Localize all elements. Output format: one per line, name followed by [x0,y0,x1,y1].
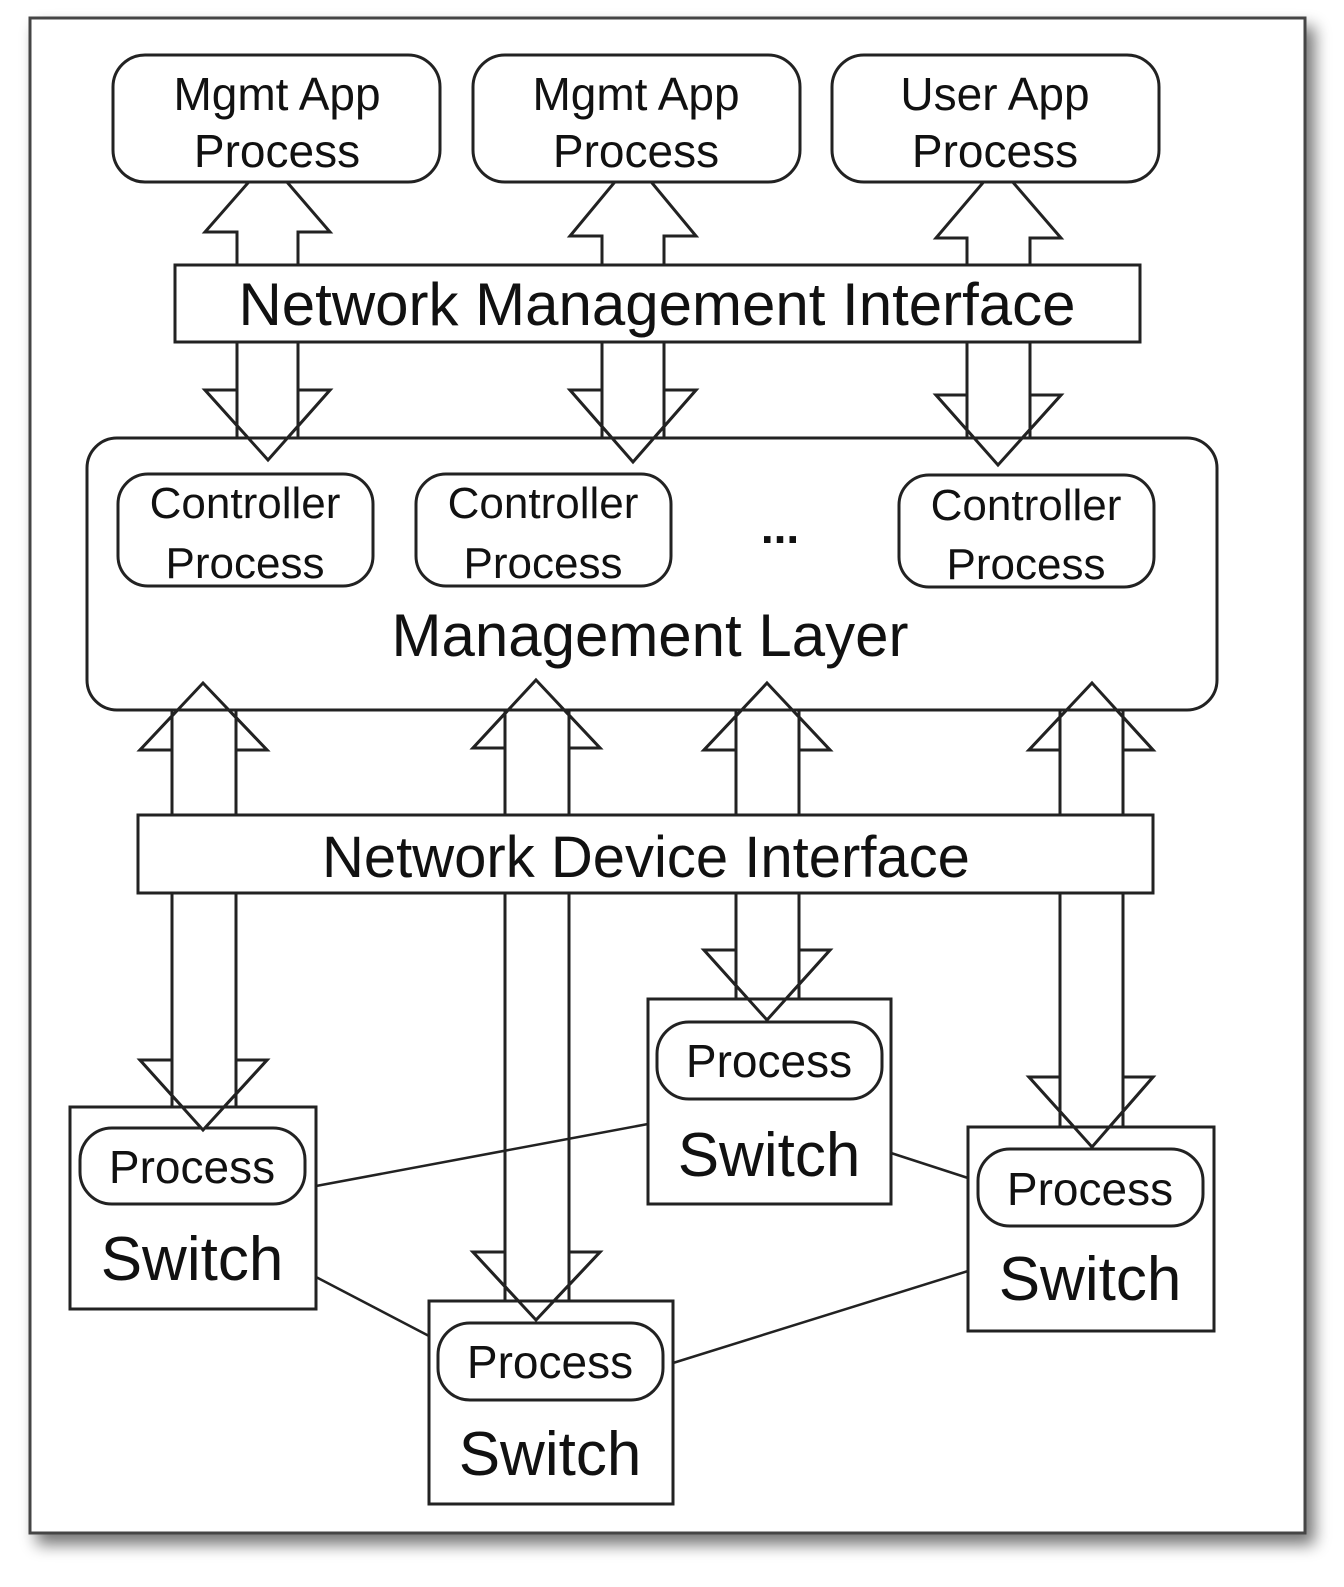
network-management-interface-bar: Network Management Interface [173,263,1142,344]
switch-2-label: Switch [678,1121,861,1190]
switch-1-label: Switch [101,1225,284,1294]
arrow-app1-tip [201,388,334,463]
arrow-switch2-tip [700,948,834,1023]
controller-process-2-line2: Process [464,539,623,588]
controller-process-1-line1: Controller [150,479,341,528]
switch-4-label: Switch [459,1420,642,1489]
arrow-mgmt2-tip [469,677,604,750]
controller-process-3: Controller Process [897,473,1156,589]
app-process-1-line1: Mgmt App [173,68,380,120]
switch-4-process-label: Process [467,1336,633,1388]
network-management-interface-label: Network Management Interface [238,271,1075,338]
switch-4: Process Switch [427,1299,675,1506]
management-layer-label: Management Layer [392,602,909,669]
network-device-interface-label: Network Device Interface [322,825,970,890]
app-process-2-line1: Mgmt App [532,68,739,120]
arrow-mgmt1-tip [136,680,271,752]
app-process-3: User App Process [830,53,1161,184]
arrow-app3-tip [932,393,1065,468]
controller-process-1: Controller Process [116,472,375,588]
app-process-1-line2: Process [194,125,360,177]
controller-process-3-line1: Controller [931,481,1122,530]
app-process-1: Mgmt App Process [111,53,442,184]
app-process-3-line1: User App [900,68,1089,120]
switch-1: Process Switch [68,1105,318,1311]
controller-process-1-line2: Process [166,539,325,588]
switch-3-process-label: Process [1007,1163,1173,1215]
link-switch2-switch3 [890,1151,969,1180]
network-device-interface-bar: Network Device Interface [136,813,1155,895]
app-process-3-line2: Process [912,125,1078,177]
link-switch4-switch3 [672,1269,969,1365]
controller-process-2-line1: Controller [448,479,639,528]
arrow-app2-tip [566,388,700,465]
arrow-switch1-tip [136,1058,271,1133]
link-switch1-switch2 [315,1122,649,1188]
ellipsis-label: ... [761,501,799,553]
controller-process-3-line2: Process [947,540,1106,589]
switch-1-process-label: Process [109,1141,275,1193]
link-switch1-switch4 [315,1275,430,1338]
app-process-2-line2: Process [553,125,719,177]
switch-2-process-label: Process [686,1035,852,1087]
arrow-mgmt3-tip [700,680,834,752]
controller-process-2: Controller Process [414,472,673,588]
arrow-mgmt4-tip [1025,680,1157,752]
switch-3: Process Switch [966,1125,1216,1333]
app-process-2: Mgmt App Process [471,53,802,184]
arrow-switch4-tip [469,1250,604,1323]
switch-3-label: Switch [999,1245,1182,1314]
arrow-switch3-tip [1025,1075,1157,1150]
switch-2: Process Switch [646,997,893,1206]
